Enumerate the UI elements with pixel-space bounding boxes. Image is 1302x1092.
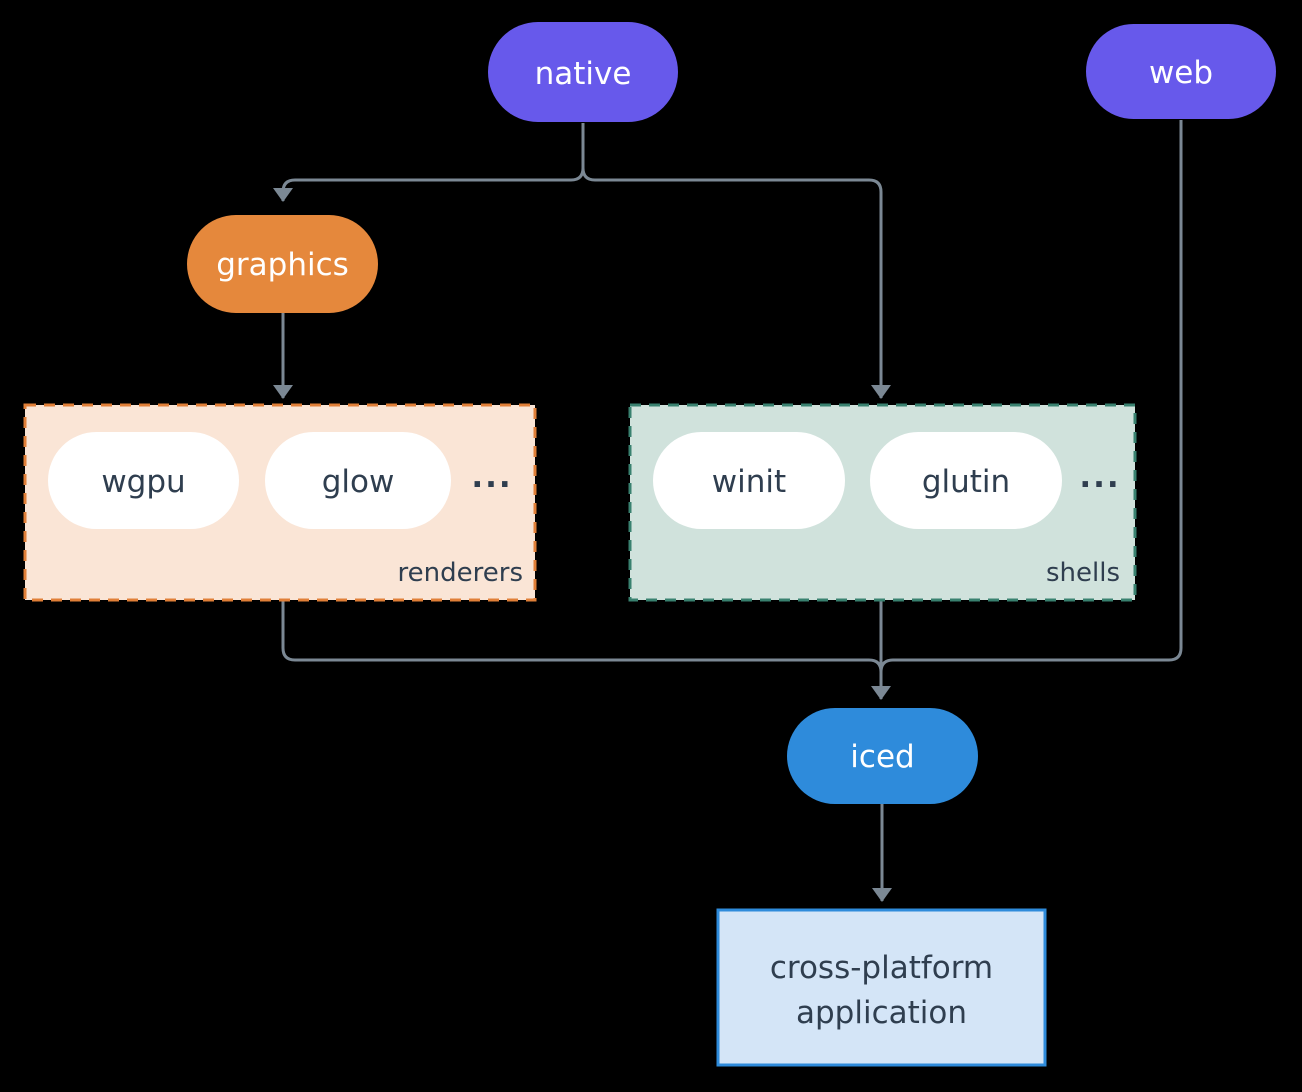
glutin-label: glutin (922, 464, 1010, 500)
node-winit: winit (653, 432, 845, 529)
node-graphics: graphics (187, 215, 378, 313)
graphics-pill (187, 215, 378, 313)
node-glow: glow (265, 432, 451, 529)
web-pill (1086, 24, 1276, 119)
shells-group-label: shells (1046, 558, 1120, 588)
iced-label: iced (850, 739, 914, 775)
node-glutin: glutin (870, 432, 1062, 529)
web-label: web (1149, 55, 1213, 91)
renderers-ellipsis: ... (471, 459, 512, 495)
group-shells: winit glutin ... shells (628, 403, 1137, 602)
edge-native-to-shells (581, 123, 891, 399)
shells-ellipsis: ... (1079, 459, 1120, 495)
winit-pill (653, 432, 845, 529)
application-label-line1: cross-platform (770, 950, 993, 986)
edge-renderers-to-iced (281, 601, 883, 673)
node-native: native (488, 22, 678, 122)
group-renderers: wgpu glow ... renderers (23, 403, 537, 602)
node-iced: iced (787, 708, 978, 804)
application-label-line2: application (796, 995, 967, 1031)
graphics-label: graphics (216, 247, 349, 283)
native-label: native (535, 56, 632, 92)
node-application: cross-platform application (716, 908, 1047, 1067)
edge-native-to-graphics (273, 123, 585, 202)
iced-pill (787, 708, 978, 804)
native-pill (488, 22, 678, 122)
application-box (716, 908, 1047, 1067)
edge-layer (273, 120, 1183, 902)
wgpu-pill (48, 432, 239, 529)
renderers-group-label: renderers (398, 558, 523, 588)
node-wgpu: wgpu (48, 432, 239, 529)
winit-label: winit (712, 464, 786, 500)
glow-pill (265, 432, 451, 529)
node-web: web (1086, 24, 1276, 119)
glutin-pill (870, 432, 1062, 529)
glow-label: glow (322, 464, 395, 500)
wgpu-label: wgpu (101, 464, 185, 500)
